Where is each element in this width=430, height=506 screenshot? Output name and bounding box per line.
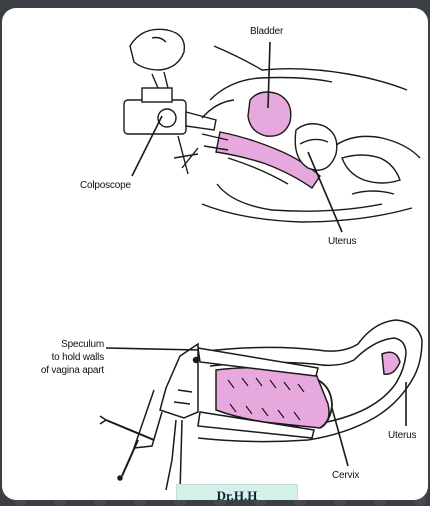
speculum-leader — [106, 348, 198, 350]
watermark-badge: Dr.H.H — [176, 484, 298, 500]
speculum-label: Speculum to hold walls of vagina apart — [8, 338, 104, 377]
diagram-drawing — [2, 8, 428, 500]
bladder-organ — [248, 92, 291, 136]
colposcope-device — [124, 72, 216, 174]
speculum-label-line2: to hold walls — [8, 351, 104, 364]
speculum-label-line1: Speculum — [8, 338, 104, 351]
speculum-label-line3: of vagina apart — [8, 364, 104, 377]
speculum-handle — [160, 344, 198, 418]
colposcope-label: Colposcope — [80, 180, 131, 191]
patient-outline — [214, 46, 407, 90]
colposcopy-illustration — [124, 29, 420, 222]
bladder-label: Bladder — [250, 26, 283, 37]
cervix-label: Cervix — [332, 470, 359, 481]
diagram-panel: Bladder Colposcope Uterus Speculum to ho… — [2, 8, 428, 500]
uterus-bottom-label: Uterus — [388, 430, 416, 441]
uterus-organ-top — [295, 124, 337, 170]
examiner-head — [130, 29, 184, 70]
speculum-illustration — [100, 320, 422, 492]
uterus-top-label: Uterus — [328, 236, 356, 247]
